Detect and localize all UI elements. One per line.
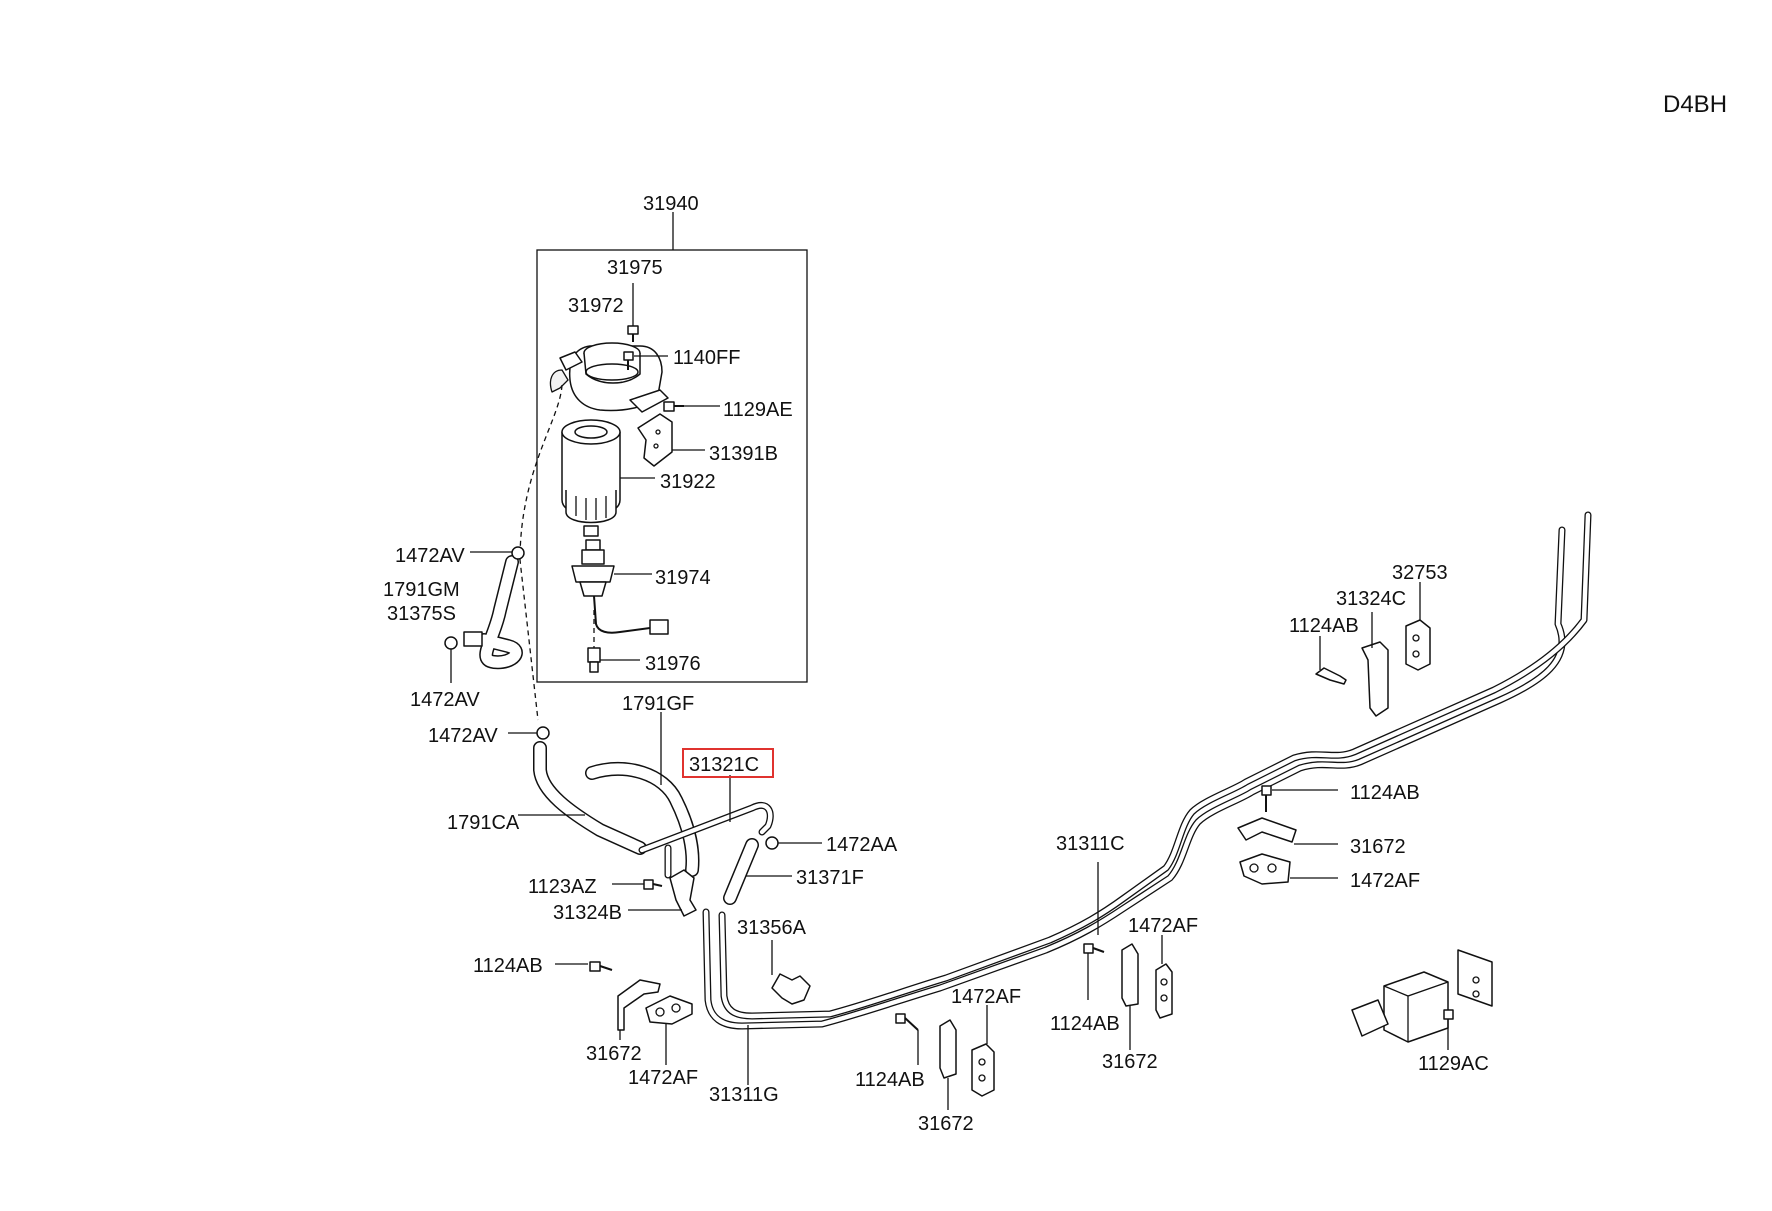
- water-sensor-31974: [571, 539, 669, 635]
- label-31975: 31975: [607, 257, 663, 279]
- clamp-1472AV-middle: [444, 636, 458, 683]
- bolt-1123AZ: [612, 879, 663, 890]
- label-31375S: 31375S: [387, 603, 456, 625]
- bolt-1129AE: [663, 401, 720, 412]
- assembly-centerline: [519, 384, 563, 721]
- highlight-box-31321C: [682, 748, 774, 778]
- label-31356A: 31356A: [737, 917, 807, 939]
- label-31371F: 31371F: [796, 867, 864, 889]
- label-1140FF: 1140FF: [673, 347, 740, 369]
- label-31940: 31940: [643, 193, 699, 215]
- label-31672-right-middle: 31672: [1102, 1051, 1158, 1073]
- label-31976: 31976: [645, 653, 701, 675]
- label-1124AB-upper-right: 1124AB: [1289, 615, 1359, 637]
- label-31321C: 31321C: [689, 754, 759, 776]
- label-1472AV-upper: 1472AV: [395, 545, 465, 567]
- pipe-31321C: [638, 775, 774, 879]
- relay-bracket-1129AC: [1351, 949, 1493, 1050]
- drain-plug-31976: [587, 610, 640, 673]
- label-1472AV-middle: 1472AV: [410, 689, 480, 711]
- clamp-set-middle: [895, 1005, 995, 1110]
- screw-31975: [627, 283, 639, 342]
- clamp-1472AV-upper: [470, 546, 525, 560]
- label-31974: 31974: [655, 567, 711, 589]
- label-1472AF-right-middle: 1472AF: [1128, 915, 1198, 937]
- clamp-set-left: [555, 961, 693, 1065]
- label-1123AZ: 1123AZ: [528, 876, 597, 898]
- clamp-1472AV-lower: [508, 726, 550, 740]
- label-1472AF-left: 1472AF: [628, 1067, 698, 1089]
- label-31672-middle: 31672: [918, 1113, 974, 1135]
- hose-1791CA: [518, 741, 647, 855]
- bracket-31324B: [628, 869, 697, 917]
- label-31311C: 31311C: [1056, 833, 1125, 855]
- label-1472AA: 1472AA: [826, 834, 898, 856]
- hose-1791GM: [463, 555, 523, 670]
- label-1124AB-right: 1124AB: [1350, 782, 1420, 804]
- label-1124AB-left: 1124AB: [473, 955, 543, 977]
- filter-cartridge-31922: [561, 419, 655, 537]
- label-31922: 31922: [660, 471, 716, 493]
- hose-31371F: [723, 838, 792, 905]
- clamp-1472AA: [765, 836, 822, 850]
- label-31324C: 31324C: [1336, 588, 1406, 610]
- label-31324B: 31324B: [553, 902, 622, 924]
- hose-1791GF: [585, 712, 700, 877]
- label-1472AF-middle: 1472AF: [951, 986, 1021, 1008]
- clamp-set-right-middle: [1083, 935, 1173, 1050]
- clamp-set-right: [1237, 785, 1338, 885]
- filter-head-part: [549, 342, 669, 413]
- bracket-31391B: [637, 413, 705, 467]
- screw-1140FF: [623, 351, 668, 370]
- label-1791GF: 1791GF: [622, 693, 694, 715]
- main-fuel-lines: [702, 511, 1592, 1085]
- label-31972: 31972: [568, 295, 624, 317]
- label-31672-left: 31672: [586, 1043, 642, 1065]
- bracket-set-upper-right: [1315, 582, 1431, 717]
- label-1791GM: 1791GM: [383, 579, 460, 601]
- label-1129AC: 1129AC: [1418, 1053, 1489, 1075]
- clip-31356A: [771, 940, 811, 1005]
- label-1124AB-right-middle: 1124AB: [1050, 1013, 1120, 1035]
- engine-code: D4BH: [1663, 91, 1727, 118]
- label-31311G: 31311G: [709, 1084, 779, 1106]
- label-31391B: 31391B: [709, 443, 778, 465]
- label-1472AF-right: 1472AF: [1350, 870, 1420, 892]
- label-1129AE: 1129AE: [723, 399, 793, 421]
- label-1124AB-middle: 1124AB: [855, 1069, 925, 1091]
- label-31672-right: 31672: [1350, 836, 1406, 858]
- label-1472AV-lower: 1472AV: [428, 725, 498, 747]
- label-32753: 32753: [1392, 562, 1448, 584]
- label-1791CA: 1791CA: [447, 812, 520, 834]
- fuel-filter-assembly-box: [536, 249, 808, 683]
